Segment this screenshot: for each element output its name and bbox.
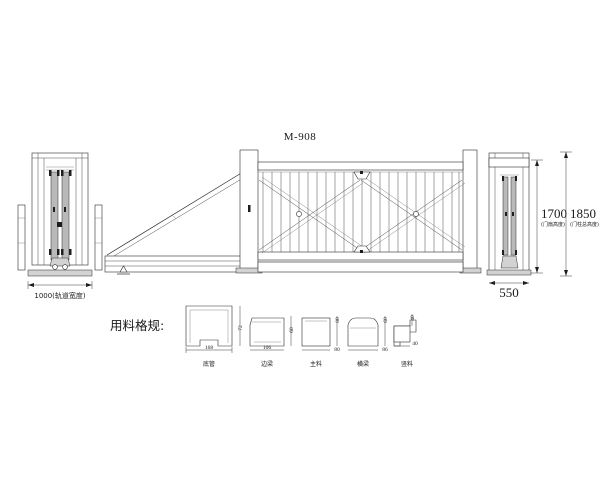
carriage-wheel-right xyxy=(62,264,68,270)
profile-1-channel: 168 72 底管 xyxy=(185,305,244,368)
profile-5-angle: 40 40 竖料 xyxy=(393,314,418,368)
gate-picket-group xyxy=(262,172,460,252)
cantilever-truss-arm xyxy=(104,171,246,275)
profile-4-domed-box: 86 60 横梁 xyxy=(347,316,389,368)
roller-bolt-mid-l xyxy=(53,207,55,212)
left-post-base-plate xyxy=(27,269,93,277)
right-roller-bolt-ml xyxy=(505,212,507,216)
left-post-front-view: 1000(轨道宽度) xyxy=(17,152,103,300)
truss-top-chord-inner xyxy=(108,177,244,260)
gate-panel xyxy=(235,149,482,274)
left-guide-post-outer-l xyxy=(17,204,26,271)
right-post-base-plate xyxy=(486,269,532,276)
profile-5-box xyxy=(393,325,411,343)
profile-2-stepped-box: 106 60 边梁 xyxy=(249,316,295,368)
left-dim-arrow-l xyxy=(28,283,34,287)
brace-node-right xyxy=(413,211,419,217)
material-specifications-section: 用料格规: 168 72 底管 106 60 边梁 xyxy=(110,305,418,368)
profile-4-outline xyxy=(347,317,379,347)
brace-gusset-bottom xyxy=(353,245,371,253)
profile-1-width-value: 168 xyxy=(205,345,214,351)
profile-1-height-value: 72 xyxy=(238,325,244,331)
support-triangle-marker xyxy=(119,265,128,273)
right-post-carriage xyxy=(500,255,519,269)
profile-1-outline xyxy=(185,305,233,347)
profile-1-label: 底管 xyxy=(203,360,215,368)
profile-2-outline xyxy=(249,317,285,347)
left-post-outer-body xyxy=(31,152,89,266)
carriage-wheel-left xyxy=(52,264,58,270)
right-roller-bolt-tr xyxy=(515,176,517,181)
gate-stile-left-latch xyxy=(248,205,251,212)
height-dimension-1850-note: (门柱总高度) xyxy=(570,221,599,228)
profile-2-label: 边梁 xyxy=(261,360,273,368)
gusset-bolt-top xyxy=(360,171,363,174)
profile-2-width-value: 106 xyxy=(263,345,272,351)
roller-bolt-mid-r xyxy=(64,207,66,212)
gate-stile-right xyxy=(462,149,478,273)
right-post-cap xyxy=(488,157,530,168)
truss-top-chord-outer xyxy=(106,171,244,256)
right-roller-bolt-br xyxy=(515,250,517,255)
right-width-dimension: 550 xyxy=(499,285,519,300)
right-width-arrow-r xyxy=(523,281,529,285)
gate-cross-bracing xyxy=(258,176,466,254)
profile-4-width-value: 86 xyxy=(382,347,388,353)
left-post-roller-rail-b xyxy=(61,171,70,261)
profile-3-label: 主料 xyxy=(310,360,322,368)
roller-bolt-tr2 xyxy=(69,170,72,176)
roller-bolt-br2 xyxy=(69,249,72,255)
height-dimension-1700-note: (门扇高度) xyxy=(541,221,565,228)
right-roller-bolt-mr xyxy=(512,212,514,216)
gate-bottom-rail-box xyxy=(257,261,464,273)
left-guide-post-outer-r xyxy=(94,204,103,271)
profile-5-width-value: 40 xyxy=(412,341,418,347)
right-width-arrow-l xyxy=(489,281,495,285)
roller-bolt-bl2 xyxy=(61,249,64,255)
left-dim-arrow-r xyxy=(86,283,92,287)
height-dimension-1700: 1700 xyxy=(541,206,567,221)
profile-3-height-value: 80 xyxy=(335,317,341,323)
gate-bottom-rail xyxy=(257,251,464,261)
left-post-roller-rail-a xyxy=(50,171,59,261)
roller-bolt-tl xyxy=(49,170,52,176)
right-roller-bolt-tl xyxy=(502,176,504,181)
right-roller-bolt-bl xyxy=(502,250,504,255)
height-dimension-1850: 1850 xyxy=(570,206,596,221)
gate-top-rail xyxy=(257,161,464,171)
profile-5-label: 竖料 xyxy=(401,360,413,368)
roller-bolt-bl xyxy=(49,249,52,255)
height-1700-arrow-bot xyxy=(535,267,539,273)
profile-4-label: 横梁 xyxy=(357,360,369,368)
right-post-side-view: 550 1700 (门扇高度) 1850 (门柱总高度) xyxy=(486,151,599,300)
left-dimension-label: 1000(轨道宽度) xyxy=(34,291,86,300)
height-1850-arrow-bot xyxy=(564,270,568,276)
height-1700-arrow-top xyxy=(535,160,539,166)
roller-bolt-tl2 xyxy=(61,170,64,176)
right-post-outer-body xyxy=(488,152,530,274)
profile-3-outline xyxy=(301,317,331,347)
profile-5-height-value: 40 xyxy=(410,315,416,321)
roller-bolt-tr xyxy=(57,170,60,176)
profile-4-height-value: 60 xyxy=(383,317,389,323)
materials-section-title: 用料格规: xyxy=(110,318,164,333)
profile-2-height-value: 60 xyxy=(289,327,295,333)
left-post-carriage xyxy=(49,257,71,267)
brace-gusset-top xyxy=(353,171,371,180)
roller-bolt-br xyxy=(57,249,60,255)
roller-center-block xyxy=(57,222,62,227)
truss-bottom-beam xyxy=(104,255,246,273)
height-1850-arrow-top xyxy=(564,152,568,158)
profile-3-width-value: 80 xyxy=(334,347,340,353)
page-title: M-908 xyxy=(284,131,316,143)
profile-3-square: 80 80 主料 xyxy=(301,316,341,368)
gusset-bolt-bottom xyxy=(360,250,363,253)
brace-node-left xyxy=(296,211,302,217)
truss-splice-tick xyxy=(171,214,177,220)
